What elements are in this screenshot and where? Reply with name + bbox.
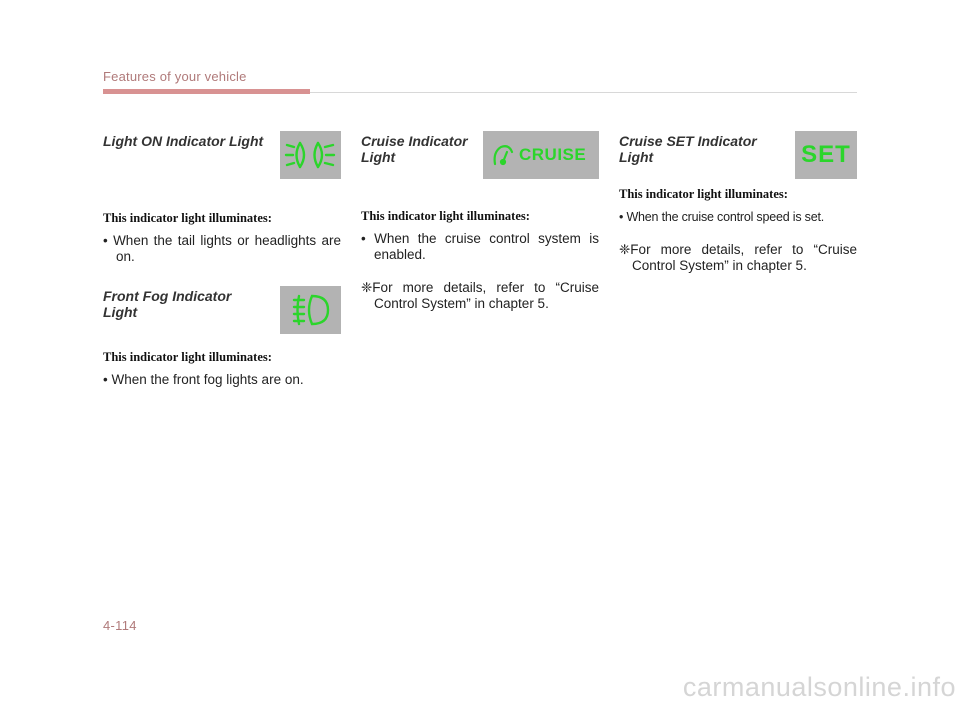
column-2: Cruise Indicator Light CRUISE This indic…: [361, 131, 599, 312]
front-fog-item: • When the front fog lights are on.: [103, 372, 304, 387]
light-on-title: Light ON Indicator Light: [103, 133, 264, 149]
cruise-note: ❈For more details, refer to “Cruise Cont…: [361, 280, 599, 311]
column-3: Cruise SET Indicator Light SET This indi…: [619, 131, 857, 274]
light-on-section: Light ON Indicator Light: [103, 131, 341, 211]
light-on-lead: This indicator light illuminates:: [103, 211, 272, 225]
cruise-set-note: ❈For more details, refer to “Cruise Cont…: [619, 242, 857, 273]
header-title: Features of your vehicle: [103, 69, 247, 84]
cruise-indicator-icon: CRUISE: [483, 131, 599, 179]
headlight-indicator-icon: [280, 131, 341, 179]
header-rule: [310, 92, 857, 93]
page-number: 4-114: [103, 618, 137, 633]
cruise-set-lead: This indicator light illuminates:: [619, 187, 788, 201]
light-on-item: • When the tail lights or headlights are…: [103, 233, 341, 264]
front-fog-title: Front Fog Indicator Light: [103, 288, 232, 320]
cruise-section: Cruise Indicator Light CRUISE: [361, 131, 599, 209]
front-fog-indicator-icon: [280, 286, 341, 334]
cruise-title: Cruise Indicator Light: [361, 133, 468, 165]
cruise-set-indicator-icon: SET: [795, 131, 857, 179]
cruise-set-item: • When the cruise control speed is set.: [619, 210, 825, 224]
front-fog-lead: This indicator light illuminates:: [103, 350, 272, 364]
front-fog-section: Front Fog Indicator Light: [103, 286, 341, 350]
header-accent-rule: [103, 89, 310, 94]
watermark: carmanualsonline.info: [682, 672, 956, 702]
cruise-item: • When the cruise control system is enab…: [361, 231, 599, 262]
column-1: Light ON Indicator Light This indicator …: [103, 131, 341, 388]
cruise-set-icon-label: SET: [801, 141, 851, 168]
cruise-set-title: Cruise SET Indicator Light: [619, 133, 757, 165]
cruise-set-section: Cruise SET Indicator Light SET: [619, 131, 857, 187]
cruise-icon-label: CRUISE: [519, 145, 587, 164]
cruise-lead: This indicator light illuminates:: [361, 209, 530, 223]
